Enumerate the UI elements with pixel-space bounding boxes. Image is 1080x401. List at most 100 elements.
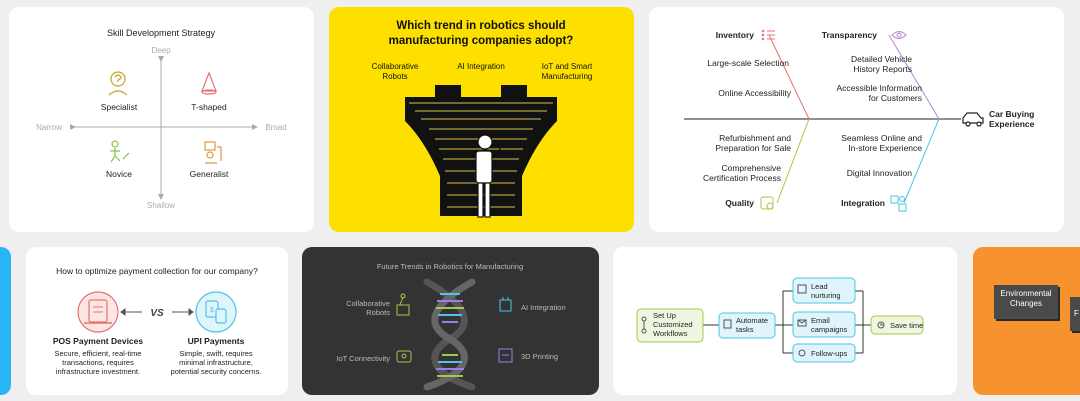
trend-collab-2: Robots xyxy=(366,308,390,317)
axis-label-broad: Broad xyxy=(265,123,286,132)
trend-title-line2: manufacturing companies adopt? xyxy=(389,35,574,47)
environmental-changes-box: Environmental Changes xyxy=(994,285,1058,319)
inventory-branch xyxy=(768,34,810,120)
workflow-icon xyxy=(641,316,647,334)
integration-branch xyxy=(903,118,940,204)
pos-desc-1: Secure, efficient, real-time xyxy=(55,349,142,358)
transparency-branch xyxy=(888,34,940,120)
quadrant-generalist: Generalist xyxy=(190,169,229,179)
environmental-label-1: Environmental xyxy=(1000,289,1052,298)
setup-label-3: Workflows xyxy=(653,329,688,338)
iot-device-icon xyxy=(396,350,412,363)
skill-strategy-diagram: Skill Development Strategy Deep Shallow … xyxy=(36,28,287,210)
skill-title: Skill Development Strategy xyxy=(107,28,216,38)
item-vehicle-history-1: Detailed Vehicle xyxy=(851,54,912,64)
item-large-scale: Large-scale Selection xyxy=(707,58,789,68)
payment-comparison: How to optimize payment collection for o… xyxy=(53,266,262,376)
save-time-label: Save time xyxy=(890,321,923,330)
future-trends-card: Future Trends in Robotics for Manufactur… xyxy=(302,247,599,395)
payment-card: How to optimize payment collection for o… xyxy=(26,247,288,395)
item-accessible-info-2: for Customers xyxy=(869,93,922,103)
3d-printer-icon xyxy=(498,348,513,363)
skill-strategy-card: Skill Development Strategy Deep Shallow … xyxy=(9,7,314,232)
payment-title: How to optimize payment collection for o… xyxy=(56,266,258,276)
trend-title-line1: Which trend in robotics should xyxy=(396,20,565,32)
trend-ai: AI Integration xyxy=(521,303,566,312)
setup-workflows-box xyxy=(636,308,704,343)
item-seamless-2: In-store Experience xyxy=(848,143,922,153)
future-title: Future Trends in Robotics for Manufactur… xyxy=(377,262,523,271)
car-icon xyxy=(962,112,984,127)
car-buying-fishbone: Inventory Transparency Large-scale Selec… xyxy=(684,29,1035,212)
trend-collab-1: Collaborative xyxy=(346,299,390,308)
item-cert-1: Comprehensive xyxy=(721,163,781,173)
lead-icon xyxy=(797,284,807,294)
integration-icon xyxy=(890,195,907,212)
robot-arm-icon xyxy=(396,293,410,316)
upi-desc-3: potential security concerns. xyxy=(171,367,262,376)
vs-arrows xyxy=(120,308,194,316)
category-quality: Quality xyxy=(725,198,754,208)
partial-box: F xyxy=(1070,297,1080,331)
pos-device-icon xyxy=(77,291,119,333)
gear-icon xyxy=(798,349,806,357)
email-campaigns-box xyxy=(792,311,856,338)
pos-title: POS Payment Devices xyxy=(53,336,144,346)
automate-box xyxy=(718,312,776,339)
robotics-trend-diagram: Which trend in robotics should manufactu… xyxy=(372,20,593,218)
thinking-person-icon xyxy=(108,71,128,96)
trend-iot: IoT Connectivity xyxy=(336,354,390,363)
item-digital: Digital Innovation xyxy=(847,168,912,178)
automate-label-1: Automate xyxy=(736,316,768,325)
multitask-icon xyxy=(204,141,222,164)
upi-phone-icon: $ xyxy=(195,291,237,333)
lead-label-1: Lead xyxy=(811,282,828,291)
quadrant-novice: Novice xyxy=(106,169,132,179)
quality-branch xyxy=(776,118,810,204)
item-vehicle-history-2: History Reports xyxy=(853,64,912,74)
dna-diagram: Future Trends in Robotics for Manufactur… xyxy=(336,262,566,391)
certificate-icon xyxy=(760,196,774,210)
email-icon xyxy=(797,319,807,327)
partial-label: F xyxy=(1074,309,1079,318)
item-online-access: Online Accessibility xyxy=(718,88,792,98)
axis-label-narrow: Narrow xyxy=(36,123,62,132)
pos-desc-2: transactions, requires xyxy=(62,358,134,367)
option-iot-line1: IoT and Smart xyxy=(542,62,593,71)
lead-nurturing-box xyxy=(792,277,856,304)
car-buying-card: Inventory Transparency Large-scale Selec… xyxy=(649,7,1064,232)
item-accessible-info-1: Accessible Information xyxy=(836,83,922,93)
category-integration: Integration xyxy=(841,198,885,208)
option-collaborative-line2: Robots xyxy=(382,72,407,81)
workflow-card: Set Up Customized Workflows Automate tas… xyxy=(613,247,957,395)
clock-icon xyxy=(877,321,885,329)
robotics-trend-card: Which trend in robotics should manufactu… xyxy=(329,7,634,232)
learner-icon xyxy=(110,140,130,163)
item-cert-2: Certification Process xyxy=(703,173,781,183)
partial-card-left xyxy=(0,247,11,395)
item-seamless-1: Seamless Online and xyxy=(841,133,922,143)
vs-label: VS xyxy=(150,308,164,319)
svg-text:$: $ xyxy=(210,307,214,314)
center-label-line2: Experience xyxy=(989,119,1035,129)
workflow-connectors xyxy=(703,290,871,354)
center-label-line1: Car Buying xyxy=(989,109,1034,119)
upi-title: UPI Payments xyxy=(188,336,245,346)
setup-label-2: Customized xyxy=(653,320,693,329)
workflow-diagram: Set Up Customized Workflows Automate tas… xyxy=(636,277,924,363)
cone-icon xyxy=(201,71,217,95)
dna-rungs xyxy=(436,293,464,377)
eye-icon xyxy=(891,31,907,39)
automate-label-2: tasks xyxy=(736,325,754,334)
trend-printing: 3D Printing xyxy=(521,352,558,361)
upi-desc-2: minimal infrastructure, xyxy=(179,358,253,367)
followups-label: Follow-ups xyxy=(811,349,848,358)
email-label-2: campaigns xyxy=(811,325,848,334)
item-refurb-1: Refurbishment and xyxy=(719,133,791,143)
lead-label-2: nurturing xyxy=(811,291,841,300)
environmental-label-2: Changes xyxy=(1009,299,1043,308)
item-refurb-2: Preparation for Sale xyxy=(715,143,791,153)
thinking-person-illustration xyxy=(475,134,501,218)
category-transparency: Transparency xyxy=(822,30,878,40)
setup-label-1: Set Up xyxy=(653,311,676,320)
